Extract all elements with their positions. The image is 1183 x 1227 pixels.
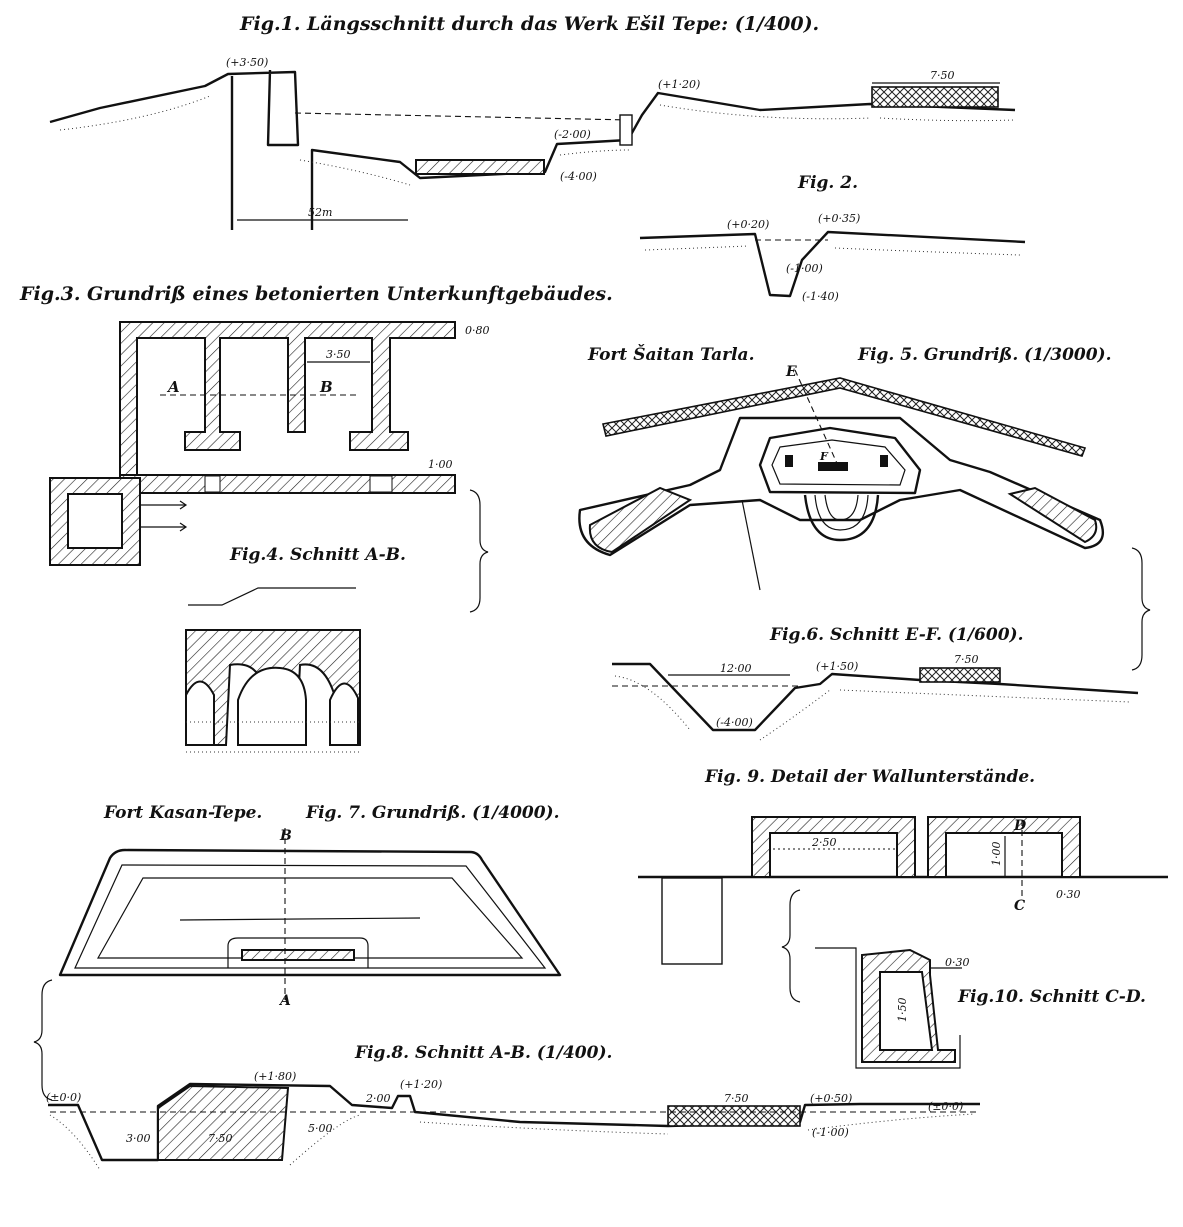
fig1-caption: Fig.1. Längsschnitt durch das Werk Ešil … [239,13,819,35]
fig3-label-b: B [319,378,333,396]
fig7-plan-fort-kasan: Fort Kasan-Tepe. Fig. 7. Grundriß. (1/40… [58,803,562,1009]
fig9-detail-shelters: Fig. 9. Detail der Wallunterstände. 2·50… [638,767,1168,965]
fig9-dim-a: 2·50 [811,836,837,849]
fig4-section-ab: Fig.4. Schnitt A-B. [185,545,406,753]
fig6-dim-a: 12·00 [720,662,752,675]
fig4-caption: Fig.4. Schnitt A-B. [229,545,406,565]
fig6-caption: Fig.6. Schnitt E-F. (1/600). [769,625,1023,645]
fig8-dim-b: (+1·80) [254,1070,296,1083]
fig6-section-ef: Fig.6. Schnitt E-F. (1/600). 12·00 (+1·5… [612,625,1139,741]
fig2-section: Fig. 2. (+0·20) (+0·35) (-1·00) (-1·40) [639,173,1026,303]
fig3-label-a: A [166,378,180,396]
fig2-dim-d: (-1·40) [802,290,839,303]
grouping-braces [33,489,1151,1101]
fig8-dim-d: 2·00 [365,1092,391,1105]
fig8-dim-a: (±0·0) [46,1091,81,1104]
fig1-dim-d: (-2·00) [554,128,591,141]
fig5-label-e: E [785,364,797,380]
fig9-dim-b: 1·00 [990,842,1003,867]
fig1-steps [619,114,633,146]
fig7-label-a: A [278,993,291,1009]
fig7-label-b: B [279,828,292,844]
fig8-caption: Fig.8. Schnitt A-B. (1/400). [354,1043,612,1063]
fig2-dim-b: (+0·35) [818,212,860,225]
fig1-dim-f: 52m [308,206,332,219]
fig3-dim-c: 1·00 [428,458,453,471]
fig8-section-ab: Fig.8. Schnitt A-B. (1/400). (±0·0) (+1·… [46,1043,980,1171]
fig8-dim-i: 7·50 [208,1132,233,1145]
fig10-caption: Fig.10. Schnitt C-D. [957,987,1146,1007]
fig10-dim-b: 1·50 [896,998,909,1023]
fig8-dim-e: 7·50 [724,1092,749,1105]
fig10-dim-a: 0·30 [945,956,970,969]
fig10-section-cd: Fig.10. Schnitt C-D. 0·30 1·50 [815,947,1146,1069]
fig6-dim-d: (-4·00) [716,716,753,729]
fig8-dim-h: 3·00 [126,1132,151,1145]
fig2-dim-c: (-1·00) [786,262,823,275]
fig6-dim-b: (+1·50) [816,660,858,673]
fig2-caption: Fig. 2. [797,173,858,193]
fig1-longitudinal-section: Fig.1. Längsschnitt durch das Werk Ešil … [49,13,1016,230]
fig8-dim-c: (+1·20) [400,1078,442,1091]
fig7-caption: Fig. 7. Grundriß. (1/4000). [305,803,560,823]
fig8-dim-j: 5·00 [308,1122,333,1135]
fig6-dim-c: 7·50 [954,653,979,666]
fig1-dim-e: (-4·00) [560,170,597,183]
fort-saitan-label: Fort Šaitan Tarla. [587,344,755,365]
fig1-dim-a: (+3·50) [226,56,268,69]
fig1-dim-b: (+1·20) [658,78,700,91]
fig1-dim-c: 7·50 [930,69,955,82]
fig5-label-f: F [819,450,829,463]
fig5-plan-fort-saitan: Fort Šaitan Tarla. Fig. 5. Grundriß. (1/… [578,344,1112,591]
fig3-plan-building: Fig.3. Grundriß eines betonierten Unterk… [19,283,613,566]
fig3-caption: Fig.3. Grundriß eines betonierten Unterk… [19,283,613,305]
fig9-dim-c: 0·30 [1056,888,1081,901]
fig5-caption: Fig. 5. Grundriß. (1/3000). [857,345,1112,365]
fig3-dim-a: 0·80 [465,324,490,337]
fig8-dim-k: (-1·00) [812,1126,849,1139]
fig9-label-c: C [1014,898,1025,914]
fort-kasan-label: Fort Kasan-Tepe. [103,803,262,823]
fig1-ditch-bottom [415,159,545,175]
fig8-dim-g: (±0·0) [928,1100,963,1113]
fig9-label-d: D [1013,818,1027,834]
fig3-dim-b: 3·50 [326,348,351,361]
fig1-crosshatch-obstacle [871,86,999,108]
fig2-dim-a: (+0·20) [727,218,769,231]
fig8-dim-f: (+0·50) [810,1092,852,1105]
fig9-caption: Fig. 9. Detail der Wallunterstände. [704,767,1035,787]
